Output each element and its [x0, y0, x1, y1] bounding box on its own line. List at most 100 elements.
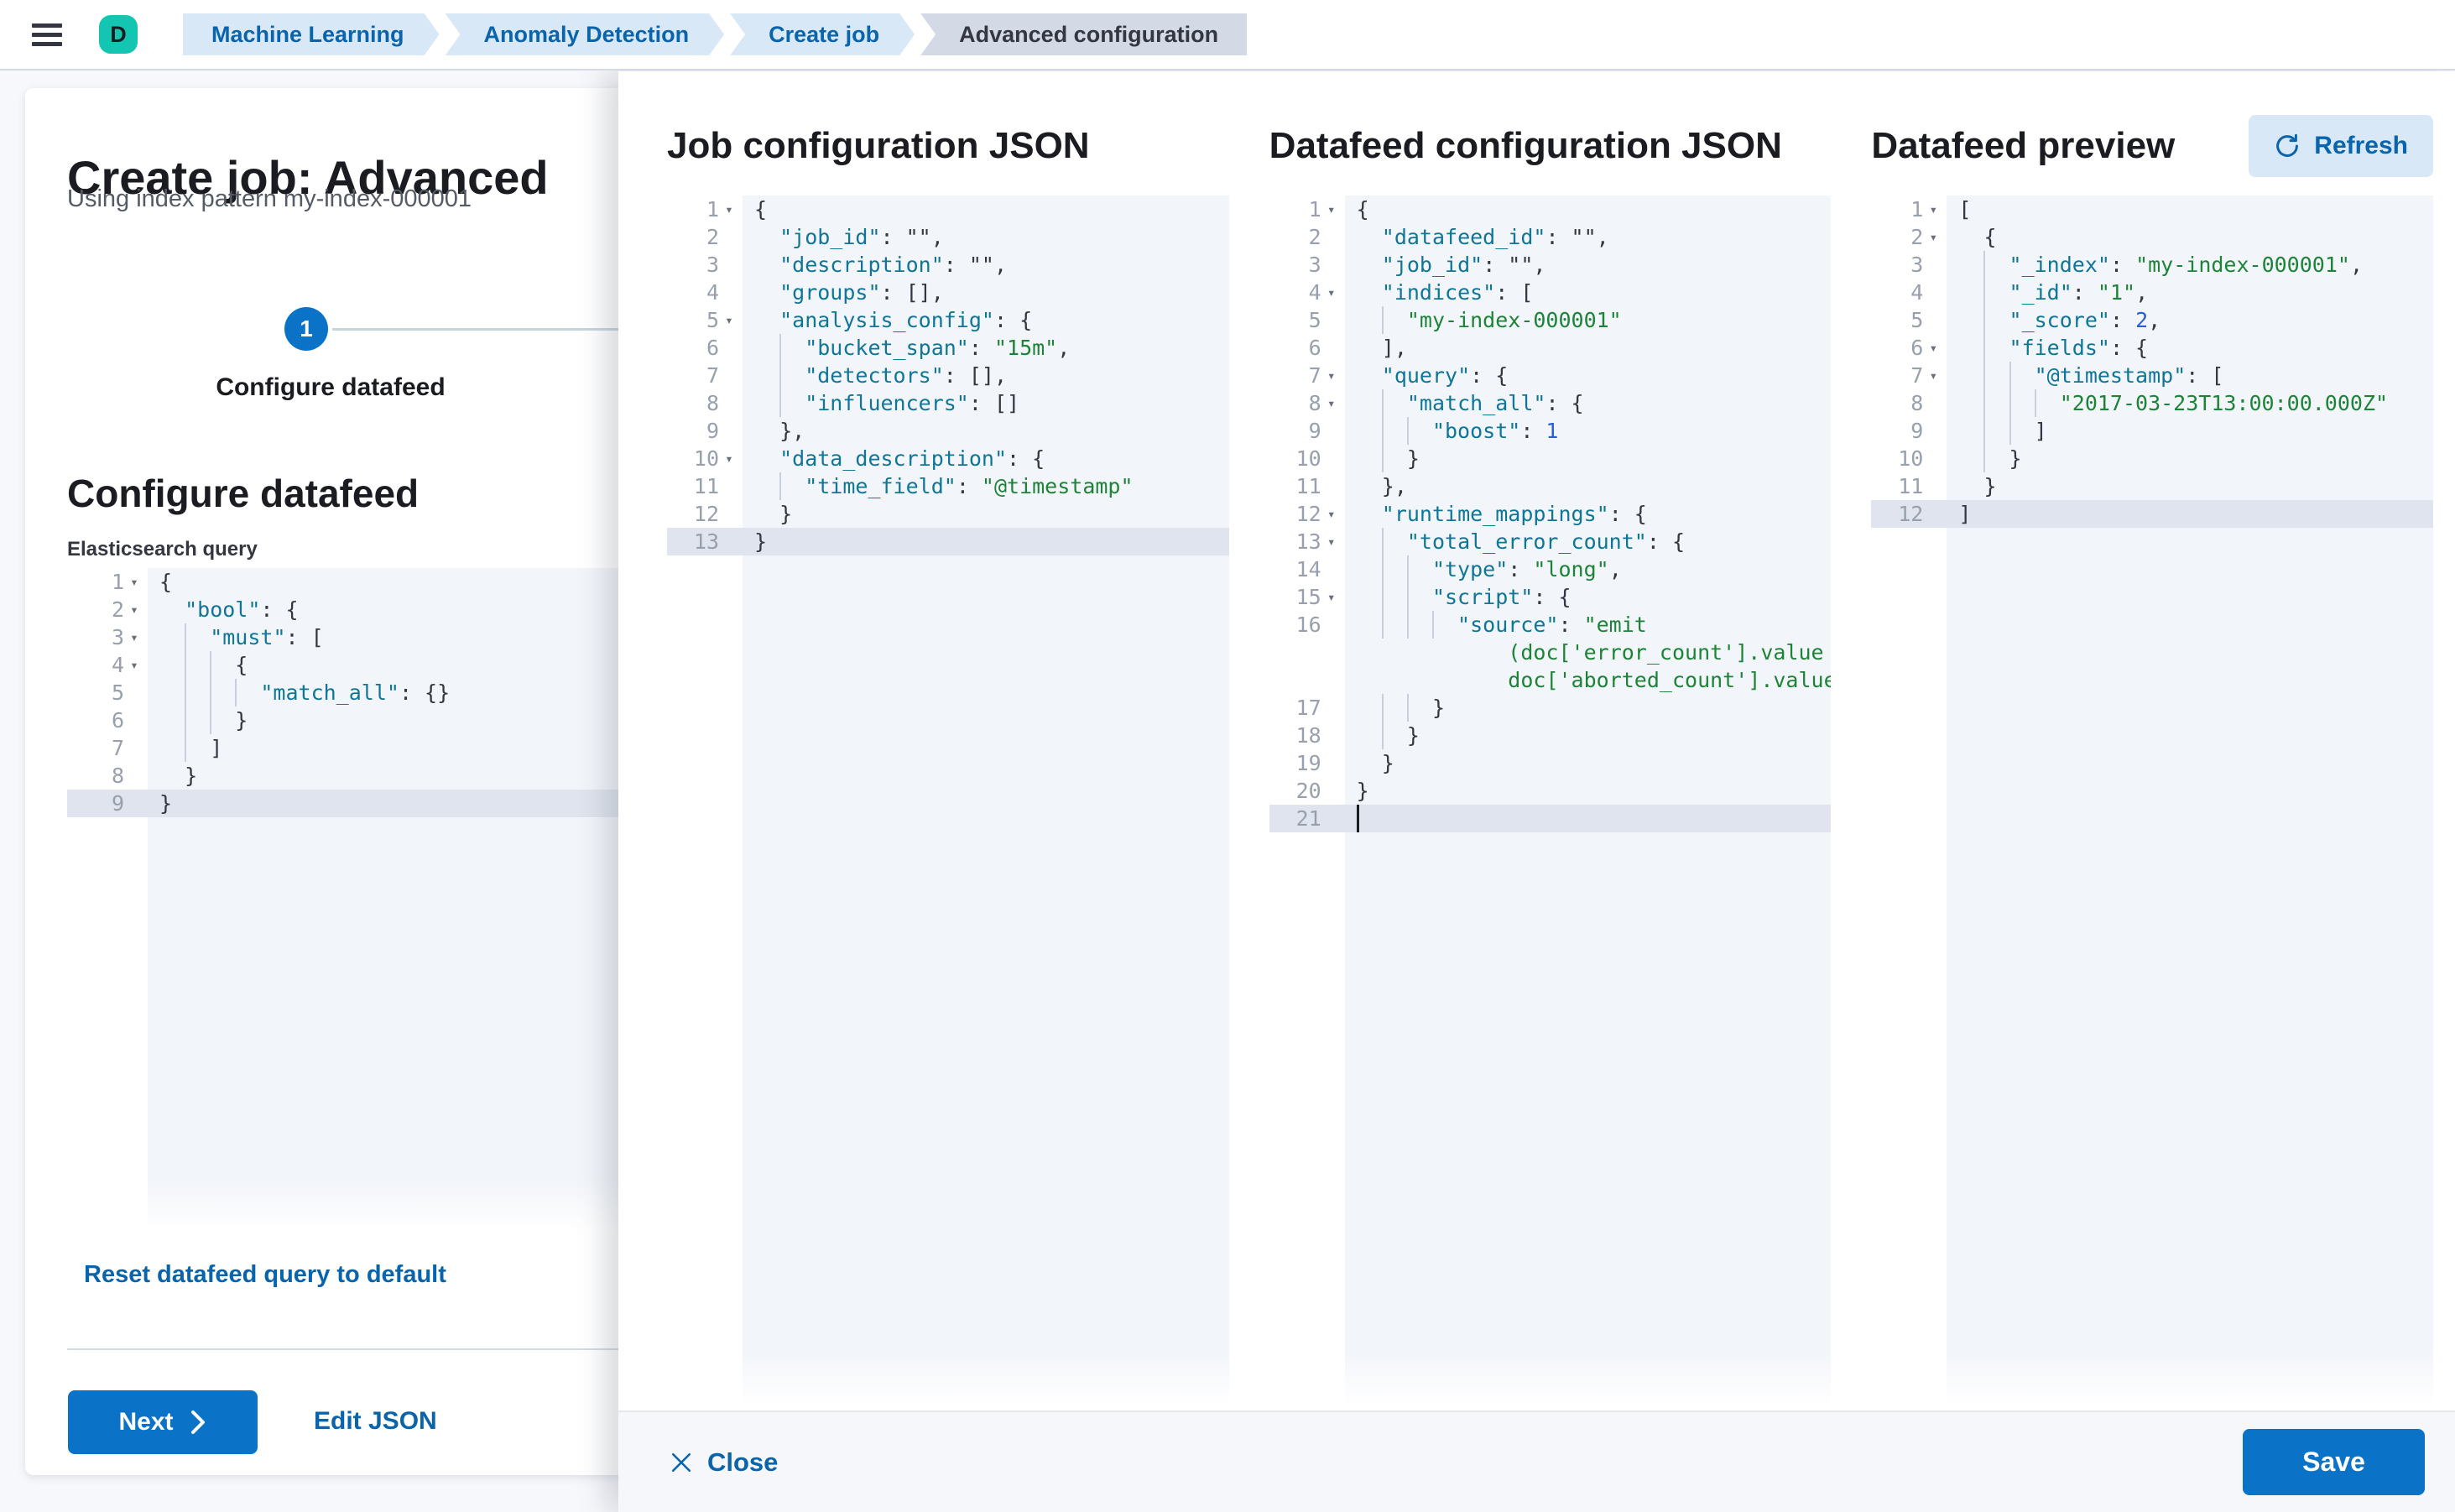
- line-number: 17: [1295, 696, 1321, 720]
- breadcrumb-item-1[interactable]: Machine Learning: [183, 13, 440, 55]
- indent-guide: [779, 362, 805, 389]
- indent-guide: [1983, 389, 2009, 417]
- indent-guide: [1381, 555, 1407, 583]
- line-number: 9: [706, 419, 719, 443]
- close-button[interactable]: Close: [665, 1447, 783, 1478]
- user-avatar[interactable]: D: [99, 15, 138, 54]
- line-number: 7: [706, 363, 719, 388]
- code-line: 6}: [111, 706, 248, 734]
- refresh-button[interactable]: Refresh: [2249, 115, 2434, 177]
- fold-toggle-icon[interactable]: ▾: [1327, 589, 1336, 605]
- code-line: 8}: [111, 764, 198, 788]
- indent-guide: [210, 706, 235, 734]
- line-number: 8: [111, 764, 124, 788]
- indent-guide: [2034, 389, 2060, 417]
- indent-guide: [1381, 528, 1407, 555]
- indent-guide: [1406, 611, 1432, 639]
- fold-toggle-icon[interactable]: ▾: [1327, 534, 1336, 550]
- code-line: 13▾"total_error_count": {: [1295, 528, 1685, 555]
- fold-toggle-icon[interactable]: ▾: [1929, 201, 1938, 217]
- fold-toggle-icon[interactable]: ▾: [725, 201, 733, 217]
- code-line: 6],: [1308, 336, 1407, 360]
- line-number: 7: [1910, 363, 1924, 388]
- code-line: 5"match_all": {}: [111, 679, 451, 706]
- breadcrumb-item-3[interactable]: Create job: [730, 13, 915, 55]
- code-line: 2▾{: [1910, 225, 1997, 249]
- job-json-editor[interactable]: 1▾{2"job_id": "",3"description": "",4"gr…: [667, 196, 1229, 1410]
- indent-guide: [185, 679, 210, 706]
- indent-guide: [2009, 417, 2035, 445]
- reset-datafeed-query-link[interactable]: Reset datafeed query to default: [84, 1261, 446, 1288]
- datafeed-preview-editor[interactable]: 1▾[2▾{3"_index": "my-index-000001",4"_id…: [1871, 196, 2434, 1410]
- line-number: 4: [111, 653, 124, 677]
- code-line: 9"boost": 1: [1308, 417, 1559, 445]
- fold-toggle-icon[interactable]: ▾: [1327, 368, 1336, 383]
- es-query-editor[interactable]: 1▾{2▾"bool": {3▾"must": [4▾{5"match_all"…: [67, 568, 671, 1238]
- line-number: 4: [1308, 280, 1321, 305]
- line-number: 2: [1308, 225, 1321, 249]
- indent-guide: [1431, 611, 1457, 639]
- datafeed-json-editor[interactable]: 1▾{2"datafeed_id": "",3"job_id": "",4▾"i…: [1269, 196, 1832, 1410]
- fold-toggle-icon[interactable]: ▾: [1327, 284, 1336, 300]
- code-line: 2"datafeed_id": "",: [1308, 225, 1609, 249]
- text-cursor: [1356, 805, 1359, 832]
- line-number: 2: [1910, 225, 1924, 249]
- next-button[interactable]: Next: [68, 1390, 258, 1454]
- line-number: 5: [1308, 308, 1321, 332]
- indent-guide: [185, 651, 210, 679]
- line-number: 13: [693, 529, 719, 554]
- fold-toggle-icon[interactable]: ▾: [1327, 395, 1336, 411]
- code-line: 18}: [1295, 722, 1420, 749]
- code-line: 17}: [1295, 694, 1446, 722]
- active-code-line: 9}: [67, 790, 671, 817]
- line-number: 6: [1308, 336, 1321, 360]
- close-button-label: Close: [707, 1447, 779, 1477]
- line-number: 16: [1295, 613, 1321, 637]
- code-line: 8"2017-03-23T13:00:00.000Z": [1910, 389, 2389, 417]
- fold-toggle-icon[interactable]: ▾: [1327, 506, 1336, 522]
- line-number: 3: [1308, 253, 1321, 277]
- code-line: 15▾"script": {: [1295, 583, 1572, 611]
- line-number: 11: [693, 474, 719, 498]
- code-line: 3"job_id": "",: [1308, 253, 1546, 277]
- menu-icon[interactable]: [32, 23, 62, 46]
- datafeed-preview-title: Datafeed preview: [1871, 125, 2176, 166]
- line-number: 3: [111, 625, 124, 649]
- line-number: 6: [1910, 336, 1924, 360]
- line-number: 8: [706, 391, 719, 415]
- active-code-line: 12]: [1871, 500, 2434, 528]
- code-line: 1▾{: [1308, 197, 1369, 222]
- job-config-title: Job configuration JSON: [667, 125, 1090, 166]
- fold-toggle-icon[interactable]: ▾: [1327, 201, 1336, 217]
- edit-json-link[interactable]: Edit JSON: [314, 1407, 437, 1435]
- code-line: 7▾"@timestamp": [: [1910, 362, 2224, 389]
- code-line: 10}: [1898, 445, 2022, 472]
- fold-toggle-icon[interactable]: ▾: [725, 312, 733, 328]
- line-number: 1: [1910, 197, 1924, 222]
- indent-guide: [1381, 611, 1407, 639]
- code-line: 4"groups": [],: [706, 280, 944, 305]
- fold-toggle-icon[interactable]: ▾: [725, 451, 733, 467]
- step-1-indicator[interactable]: 1: [284, 307, 328, 351]
- line-number: 4: [1910, 280, 1924, 305]
- line-number: 10: [1898, 446, 1924, 471]
- code-line: 10}: [1295, 445, 1420, 472]
- flyout-columns: Job configuration JSON 1▾{2"job_id": "",…: [618, 71, 2455, 1410]
- fold-toggle-icon[interactable]: ▾: [130, 574, 138, 590]
- fold-toggle-icon[interactable]: ▾: [130, 657, 138, 673]
- fold-toggle-icon[interactable]: ▾: [130, 602, 138, 618]
- footer-divider: [67, 1348, 671, 1350]
- fold-toggle-icon[interactable]: ▾: [1929, 340, 1938, 356]
- advanced-json-flyout: Job configuration JSON 1▾{2"job_id": "",…: [618, 71, 2455, 1512]
- line-number: 3: [1910, 253, 1924, 277]
- code-line: 6"bucket_span": "15m",: [706, 334, 1071, 362]
- fold-toggle-icon[interactable]: ▾: [1929, 368, 1938, 383]
- breadcrumb-item-2[interactable]: Anomaly Detection: [446, 13, 725, 55]
- line-number: 7: [1308, 363, 1321, 388]
- save-button[interactable]: Save: [2243, 1429, 2425, 1495]
- fold-toggle-icon[interactable]: ▾: [1929, 229, 1938, 245]
- line-number: 12: [693, 502, 719, 526]
- fold-toggle-icon[interactable]: ▾: [130, 629, 138, 645]
- line-number: 6: [111, 708, 124, 733]
